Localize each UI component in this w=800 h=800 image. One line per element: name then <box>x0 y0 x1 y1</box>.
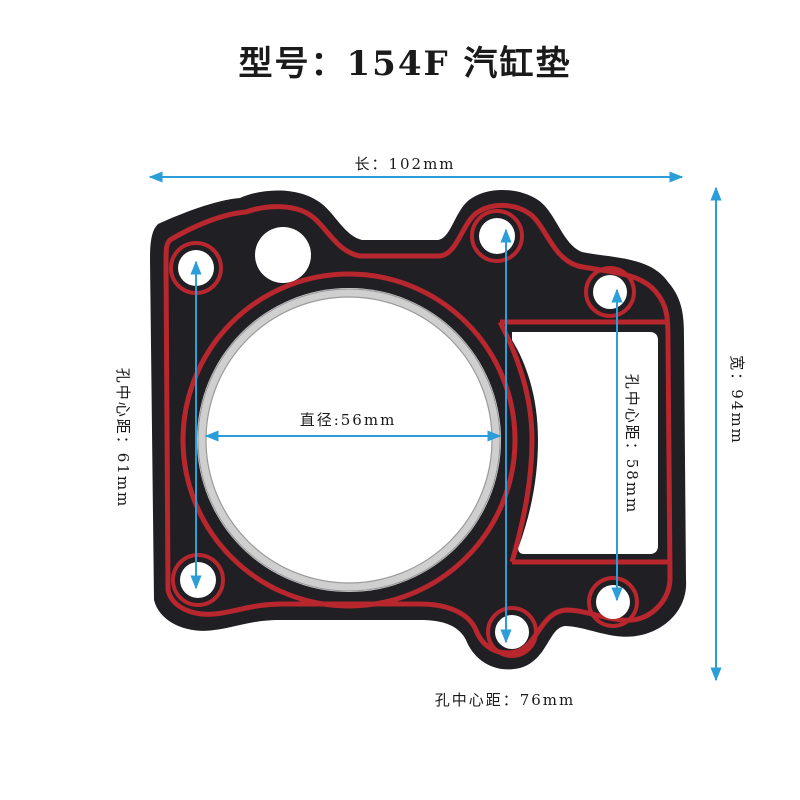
outer-seal-line <box>163 203 673 656</box>
bolt-hole-top-right <box>479 218 515 254</box>
bore-diameter-label: 直径:56mm <box>300 411 397 429</box>
hole-seal <box>470 209 524 263</box>
hole-spacing-right-label: 孔中心距：58mm <box>623 374 641 515</box>
hole-spacing-bottom-label: 孔中心距：76mm <box>435 691 576 709</box>
width-label: 宽：94mm <box>728 355 746 445</box>
bolt-hole-bottom-left <box>180 562 216 598</box>
product-title: 型号：154F 汽缸垫 <box>239 44 572 84</box>
dimension-arrows <box>148 171 722 682</box>
length-label: 长：102mm <box>354 155 455 173</box>
cutout-seal-line <box>497 319 668 565</box>
dimension-labels: 长：102mm 宽：94mm 孔中心距：61mm 孔中心距：58mm 直径:56… <box>114 155 746 709</box>
cylinder-gasket <box>150 189 687 670</box>
bolt-hole-bottom-right <box>596 585 630 619</box>
hole-seal <box>584 266 636 318</box>
hole-spacing-left-label: 孔中心距：61mm <box>114 368 132 509</box>
bolt-hole-right <box>593 275 627 309</box>
bolt-hole-bottom <box>495 615 529 649</box>
bore-seal-line <box>180 271 518 609</box>
oil-hole-top <box>255 227 311 283</box>
hole-seal <box>486 606 538 658</box>
